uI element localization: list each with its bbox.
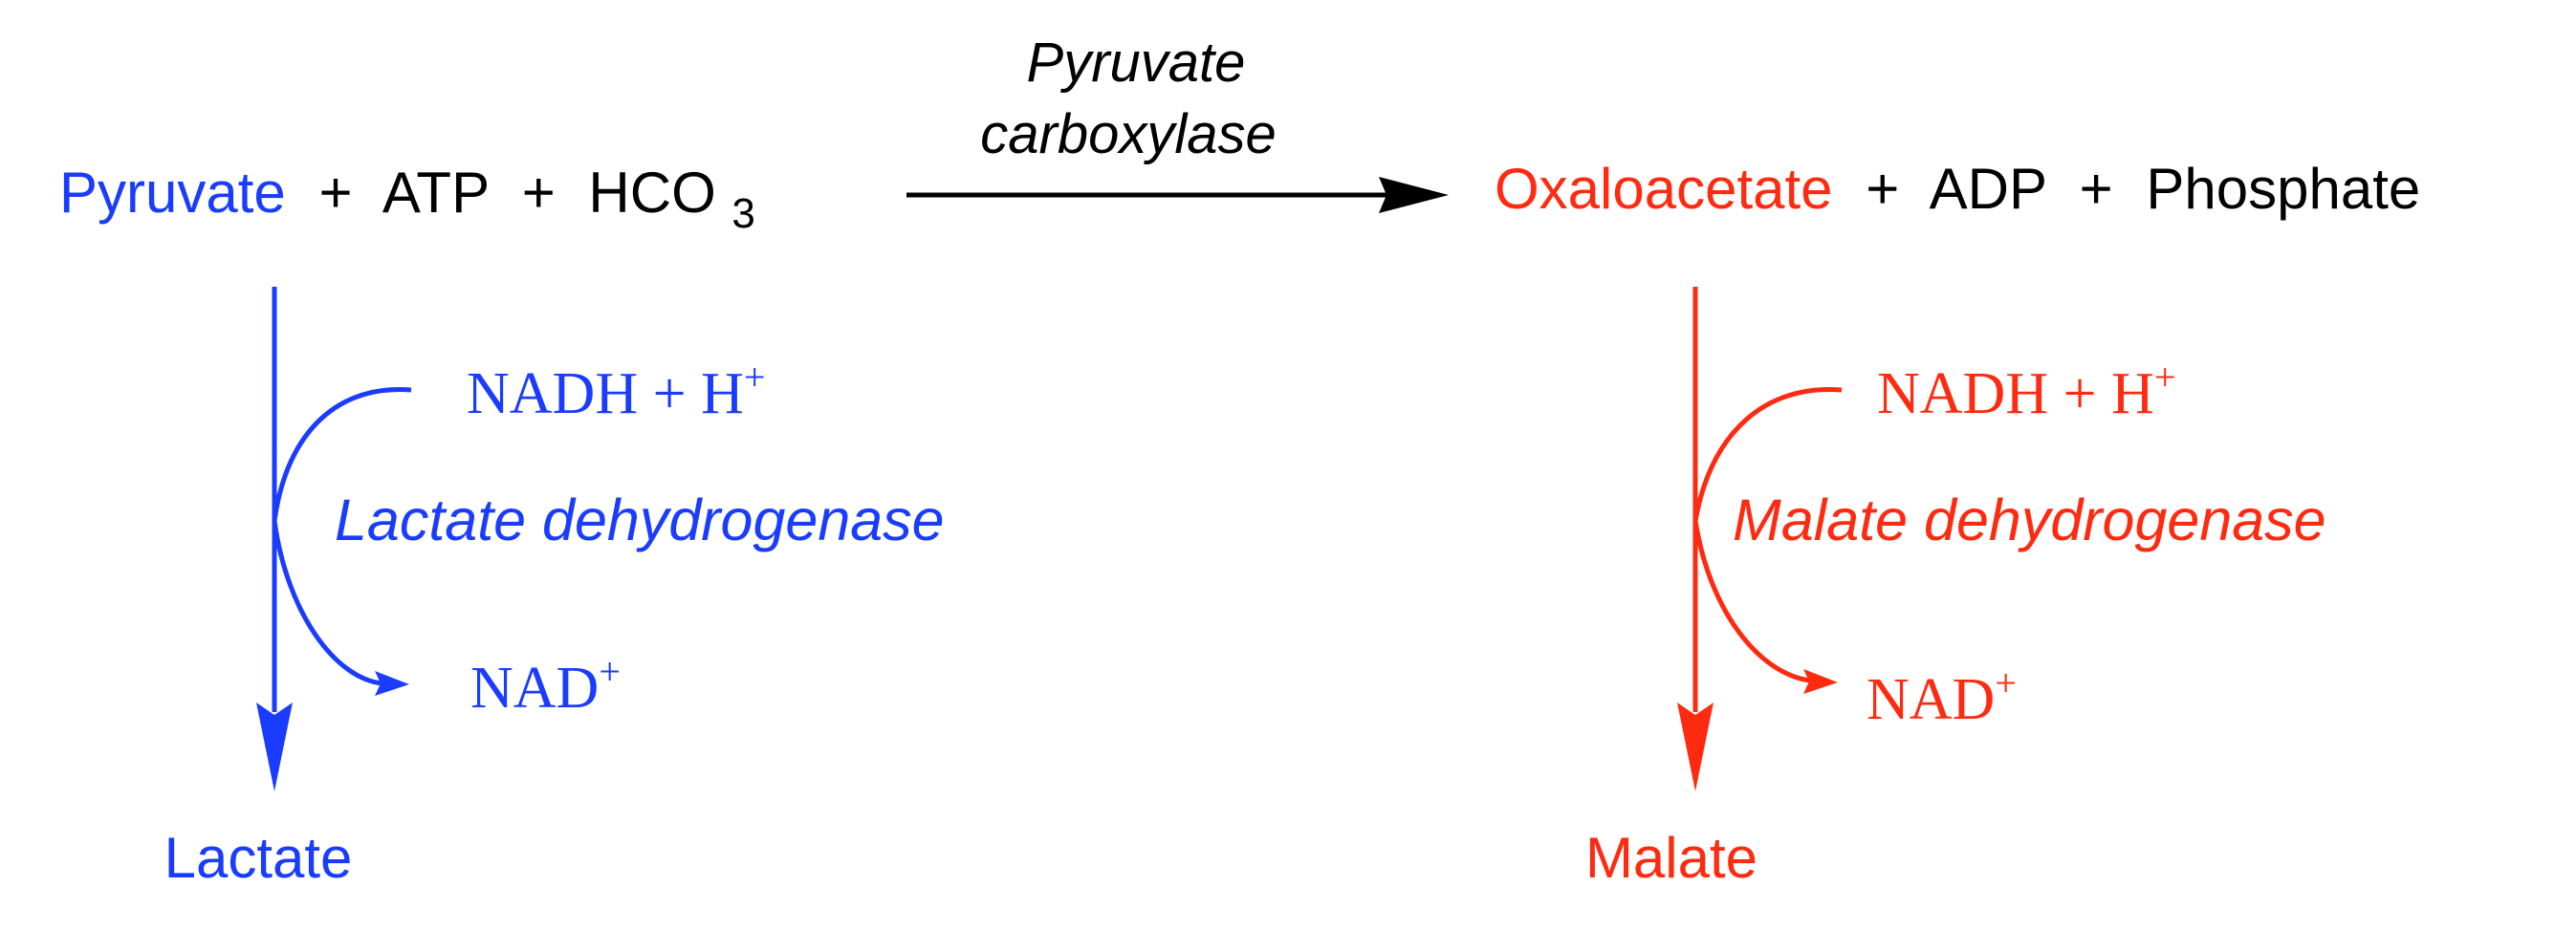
malate-enzyme-label: Malate dehydrogenase (1733, 487, 2326, 552)
bicarbonate-subscript: 3 (731, 190, 754, 237)
lactate-arrow-head (256, 703, 293, 791)
malate-cofactor-curve (1692, 387, 1843, 683)
bicarbonate-label: HCO (588, 161, 715, 225)
lactate-enzyme-label: Lactate dehydrogenase (335, 487, 945, 552)
adp-label: ADP (1930, 157, 2046, 221)
pyruvate-label: Pyruvate (59, 161, 286, 225)
malate-branch: NADH + H+ Malate dehydrogenase NAD+ Mala… (1585, 287, 2326, 890)
phosphate-label: Phosphate (2146, 157, 2420, 221)
malate-cofactor-arrowhead (1803, 669, 1838, 694)
carboxylase-enzyme-line2: carboxylase (980, 103, 1276, 165)
oxaloacetate-label: Oxaloacetate (1495, 157, 1833, 221)
lactate-branch: NADH + H+ Lactate dehydrogenase NAD+ Lac… (164, 287, 945, 890)
carboxylase-arrow-head (1379, 177, 1449, 213)
malate-product-label: Malate (1585, 826, 1757, 890)
top-products: Oxaloacetate + ADP + Phosphate (1495, 157, 2420, 221)
lactate-cofactor-arrowhead (375, 671, 409, 696)
lactate-nadh-label: NADH + H+ (467, 356, 765, 426)
lactate-nad-label: NAD+ (470, 650, 621, 721)
top-reactants: Pyruvate + ATP + HCO 3 (59, 161, 755, 237)
atp-label: ATP (382, 161, 489, 225)
carboxylase-enzyme-line1: Pyruvate (1027, 32, 1246, 94)
lactate-cofactor-curve (272, 387, 412, 686)
lactate-product-label: Lactate (164, 826, 353, 890)
malate-nadh-label: NADH + H+ (1877, 356, 2175, 426)
malate-arrow-head (1677, 703, 1714, 791)
malate-nad-label: NAD+ (1867, 661, 2017, 732)
